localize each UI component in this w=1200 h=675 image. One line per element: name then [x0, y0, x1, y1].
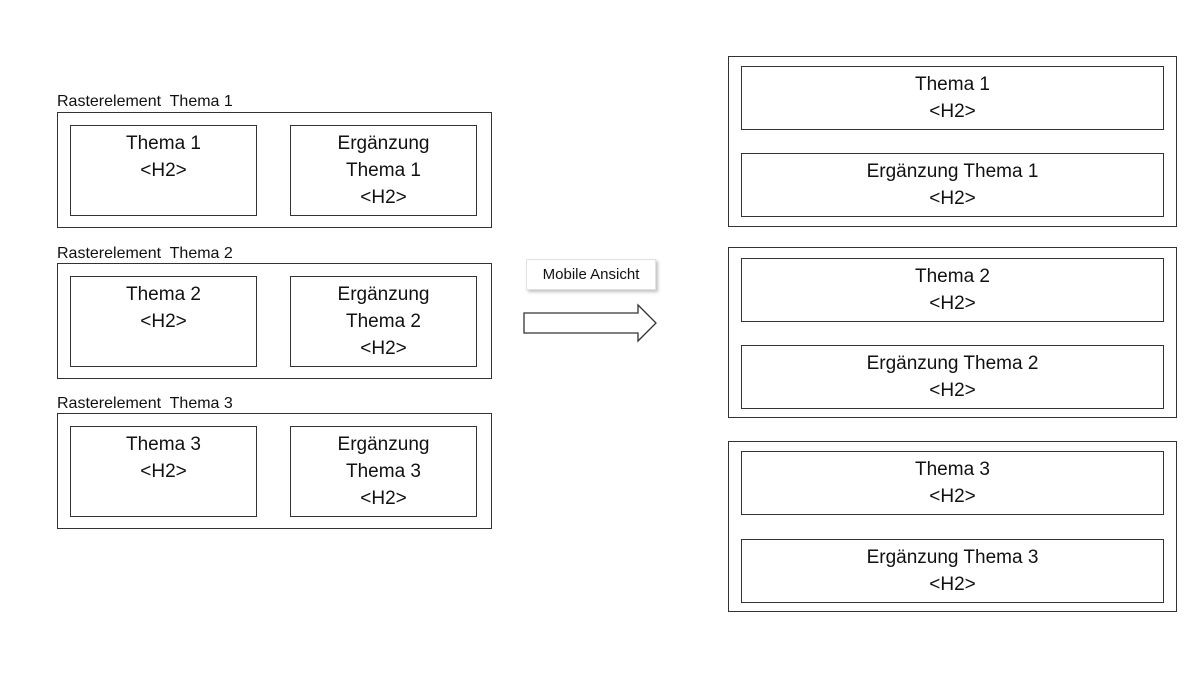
box-thema-2: Thema 2 <H2>: [70, 276, 257, 367]
box-heading-tag: <H2>: [929, 380, 976, 401]
box-title-line-1: Ergänzung: [337, 133, 430, 154]
box-heading-tag: <H2>: [929, 574, 976, 595]
mobile-box-thema-3: Thema 3 <H2>: [741, 451, 1164, 515]
mobile-box-ergaenzung-thema-3: Ergänzung Thema 3 <H2>: [741, 539, 1164, 603]
box-heading-tag: <H2>: [929, 101, 976, 122]
box-title-line-1: Ergänzung: [337, 434, 430, 455]
box-title-line-2: Thema 2: [346, 311, 421, 332]
mobile-box-thema-1: Thema 1 <H2>: [741, 66, 1164, 130]
mobile-ansicht-badge: Mobile Ansicht: [526, 259, 656, 290]
right-arrow-icon: [523, 303, 657, 343]
box-title: Thema 3: [915, 459, 990, 480]
box-thema-1: Thema 1 <H2>: [70, 125, 257, 216]
box-title: Ergänzung Thema 2: [866, 353, 1039, 374]
box-heading-tag: <H2>: [929, 486, 976, 507]
box-heading-tag: <H2>: [140, 311, 187, 332]
box-title-line-1: Ergänzung: [337, 284, 430, 305]
box-thema-3: Thema 3 <H2>: [70, 426, 257, 517]
mobile-box-ergaenzung-thema-2: Ergänzung Thema 2 <H2>: [741, 345, 1164, 409]
box-title: Ergänzung Thema 3: [866, 547, 1039, 568]
box-title-line-2: Thema 1: [346, 160, 421, 181]
group-label-thema-2: Rasterelement Thema 2: [57, 245, 233, 262]
box-title: Thema 1: [126, 133, 201, 154]
box-ergaenzung-thema-1: Ergänzung Thema 1 <H2>: [290, 125, 477, 216]
group-label-thema-1: Rasterelement Thema 1: [57, 93, 233, 110]
box-title: Thema 2: [915, 266, 990, 287]
box-ergaenzung-thema-3: Ergänzung Thema 3 <H2>: [290, 426, 477, 517]
box-heading-tag: <H2>: [140, 461, 187, 482]
box-heading-tag: <H2>: [360, 488, 407, 509]
box-title: Ergänzung Thema 1: [866, 161, 1039, 182]
box-title: Thema 1: [915, 74, 990, 95]
box-heading-tag: <H2>: [360, 338, 407, 359]
box-title-line-2: Thema 3: [346, 461, 421, 482]
box-heading-tag: <H2>: [929, 188, 976, 209]
group-label-thema-3: Rasterelement Thema 3: [57, 395, 233, 412]
box-heading-tag: <H2>: [140, 160, 187, 181]
box-ergaenzung-thema-2: Ergänzung Thema 2 <H2>: [290, 276, 477, 367]
box-heading-tag: <H2>: [360, 187, 407, 208]
box-title: Thema 2: [126, 284, 201, 305]
mobile-box-thema-2: Thema 2 <H2>: [741, 258, 1164, 322]
box-title: Thema 3: [126, 434, 201, 455]
box-heading-tag: <H2>: [929, 293, 976, 314]
mobile-box-ergaenzung-thema-1: Ergänzung Thema 1 <H2>: [741, 153, 1164, 217]
